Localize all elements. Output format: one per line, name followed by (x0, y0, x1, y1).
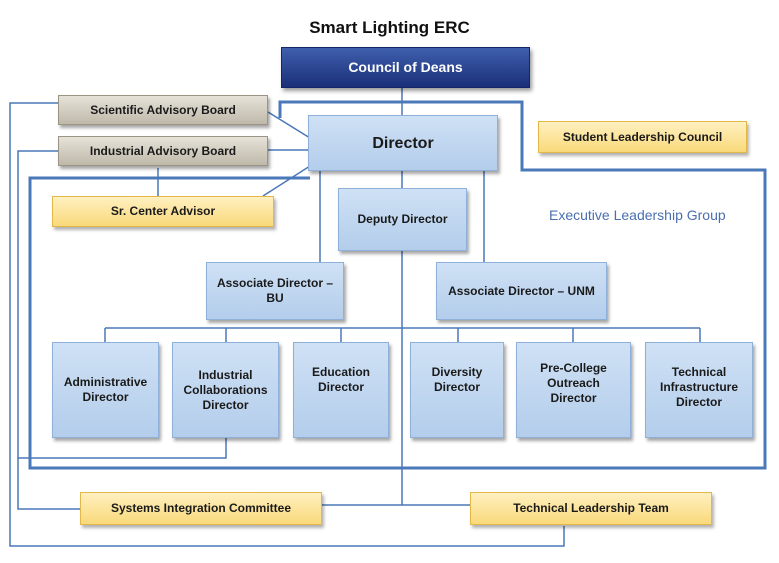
sr-center-advisor-box: Sr. Center Advisor (52, 196, 274, 227)
education-director-box: Education Director (293, 342, 389, 438)
council-of-deans-box: Council of Deans (281, 47, 530, 88)
pre-college-outreach-director-box: Pre-College Outreach Director (516, 342, 631, 438)
deputy-director-box: Deputy Director (338, 188, 467, 251)
technical-infrastructure-director-box: Technical Infrastructure Director (645, 342, 753, 438)
industrial-advisory-board-box: Industrial Advisory Board (58, 136, 268, 166)
chart-title: Smart Lighting ERC (309, 18, 470, 37)
diversity-director-box: Diversity Director (410, 342, 504, 438)
associate-director-unm-box: Associate Director – UNM (436, 262, 607, 320)
industrial-collaborations-director-box: Industrial Collaborations Director (172, 342, 279, 438)
executive-leadership-group-label: Executive Leadership Group (549, 207, 726, 223)
student-leadership-council-box: Student Leadership Council (538, 121, 747, 153)
scientific-advisory-board-box: Scientific Advisory Board (58, 95, 268, 125)
technical-leadership-team-box: Technical Leadership Team (470, 492, 712, 525)
administrative-director-box: Administrative Director (52, 342, 159, 438)
associate-director-bu-box: Associate Director – BU (206, 262, 344, 320)
systems-integration-committee-box: Systems Integration Committee (80, 492, 322, 525)
director-box: Director (308, 115, 498, 171)
